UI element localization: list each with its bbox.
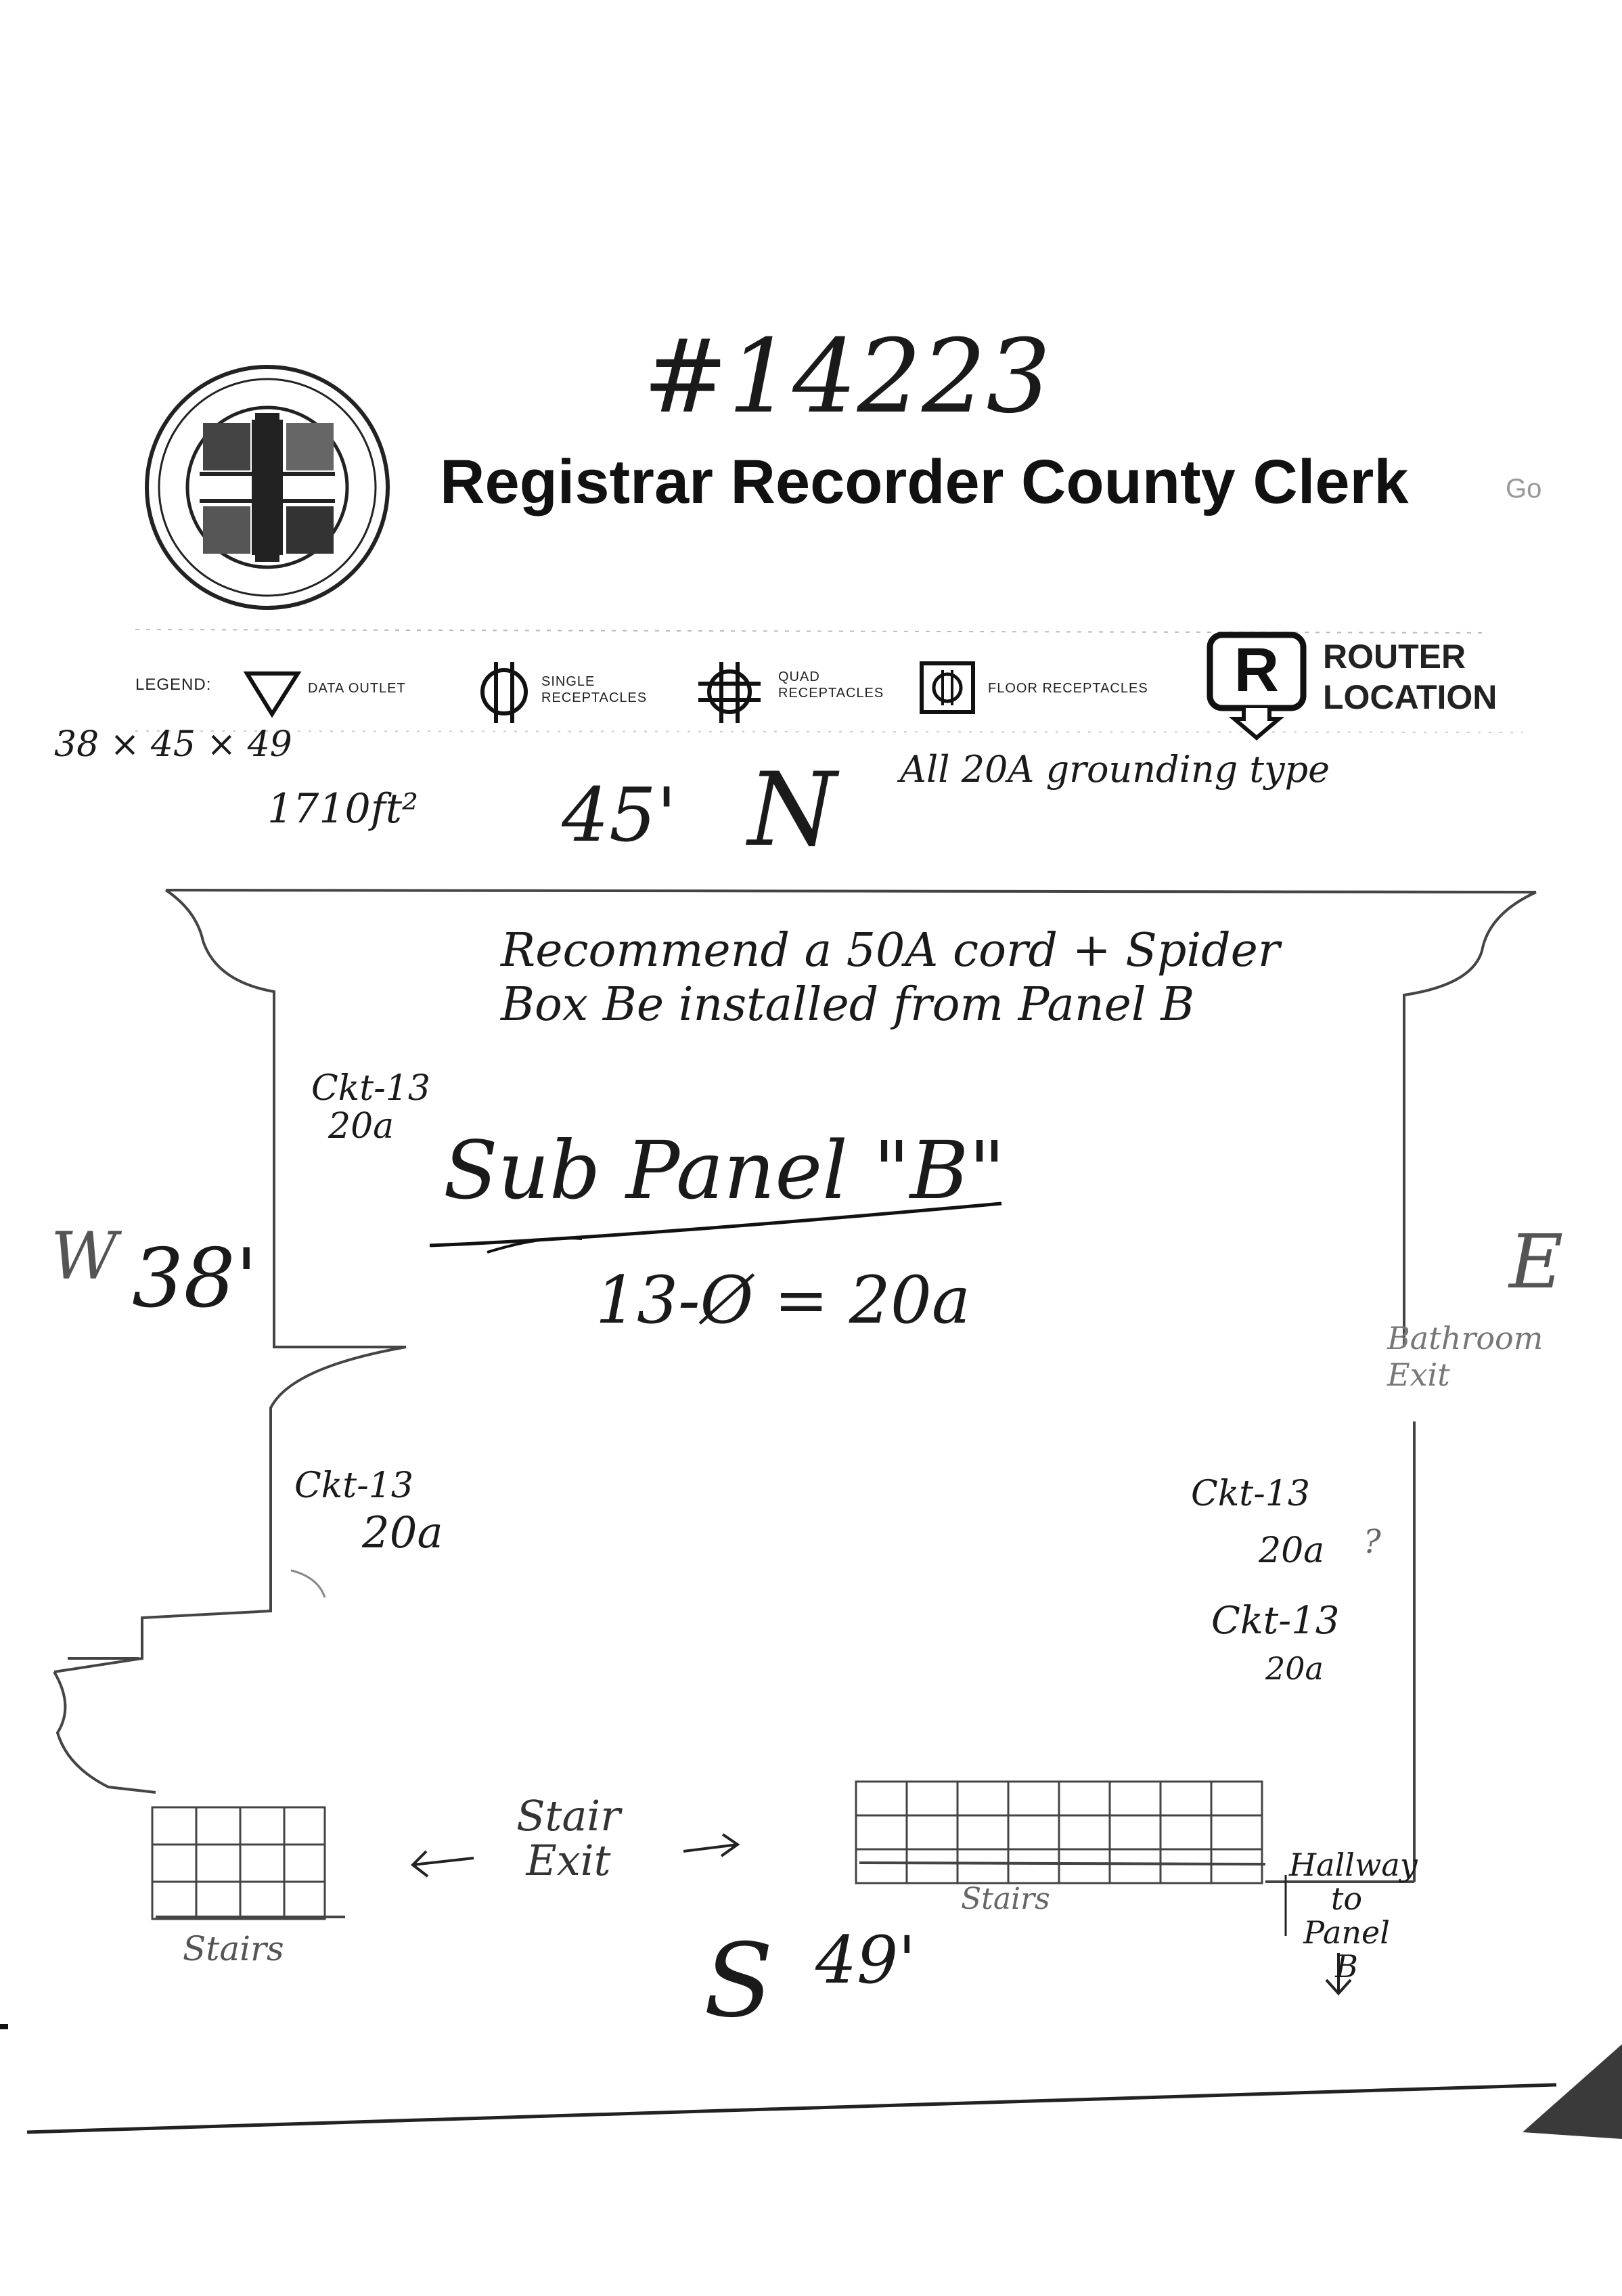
circuit-label-top-left: Ckt-13 20a — [311, 1069, 430, 1145]
sub-panel-underline — [429, 1201, 1002, 1248]
circuit-label-mid-left: Ckt-13 20a — [294, 1462, 443, 1557]
compass-east: E — [1509, 1218, 1564, 1305]
data-outlet-icon — [243, 671, 302, 718]
stairs-right-label: Stairs — [961, 1882, 1050, 1916]
bathroom-exit-label: Bathroom Exit — [1387, 1320, 1544, 1393]
corner-mark: Go — [1506, 474, 1542, 504]
circuit-number: Ckt-13 — [1211, 1599, 1340, 1643]
circuit-label-lower-right: Ckt-13 20a — [1211, 1597, 1339, 1692]
recommend-note-line1: Recommend a 50A cord + Spider — [501, 924, 1280, 977]
circuit-amps: 20a — [1265, 1650, 1324, 1687]
compass-south: S — [704, 1922, 773, 2040]
south-wall-length: 49' — [815, 1922, 916, 1998]
legend-single-receptacle-label: SINGLE RECEPTACLES — [541, 674, 648, 705]
circuit-number: Ckt-13 — [1191, 1474, 1310, 1514]
document-number: #14223 — [643, 318, 1051, 436]
circuit-label-mid-right: Ckt-13 20a — [1191, 1465, 1324, 1579]
west-wall-length: 38' — [132, 1232, 258, 1326]
area-note: 1710ft² — [267, 785, 419, 833]
circuit-number: Ckt-13 — [294, 1465, 413, 1506]
legend-floor-receptacle-label: FLOOR RECEPTACLES — [988, 681, 1148, 696]
circuit-number: Ckt-13 — [311, 1068, 430, 1109]
sub-panel-label: Sub Panel "B" — [443, 1124, 1006, 1217]
page-title: Registrar Recorder County Clerk — [440, 447, 1409, 516]
recommend-note-line2: Box Be installed from Panel B — [501, 978, 1195, 1032]
dimensions-note: 38 × 45 × 49 — [54, 724, 292, 765]
question-mark: ? — [1364, 1523, 1381, 1561]
grounding-note: All 20A grounding type — [900, 748, 1330, 791]
floor-receptacle-icon — [920, 661, 975, 714]
legend-data-outlet-label: DATA OUTLET — [308, 681, 406, 696]
router-letter: R — [1234, 636, 1280, 705]
single-receptacle-icon — [480, 662, 528, 723]
stair-exit-label: Stair Exit — [516, 1791, 621, 1885]
county-seal-icon — [145, 365, 390, 610]
circuit-amps: 20a — [362, 1508, 443, 1558]
stairs-right-icon — [855, 1780, 1263, 1884]
legend-router-label: ROUTER LOCATION — [1323, 638, 1497, 716]
circuit-amps: 20a — [328, 1106, 395, 1147]
stairs-left-label: Stairs — [183, 1929, 284, 1968]
hallway-arrow-icon — [1284, 1875, 1352, 1995]
floor-plan-outline — [53, 889, 1537, 1918]
legend-label: LEGEND: — [135, 676, 212, 694]
legend-quad-receptacle-label: QUAD RECEPTACLES — [778, 669, 884, 701]
stair-exit-arrows — [410, 1833, 740, 1878]
circuit-rating: 13-Ø = 20a — [595, 1262, 971, 1338]
router-icon — [1207, 632, 1307, 741]
quad-receptacle-icon — [698, 662, 761, 723]
circuit-amps: 20a — [1259, 1530, 1325, 1571]
compass-west: W — [51, 1218, 118, 1294]
stairs-left-icon — [151, 1806, 326, 1920]
compass-north: N — [748, 751, 837, 869]
north-wall-length: 45' — [562, 772, 677, 858]
hallway-label: Hallway to Panel B — [1289, 1847, 1418, 1985]
